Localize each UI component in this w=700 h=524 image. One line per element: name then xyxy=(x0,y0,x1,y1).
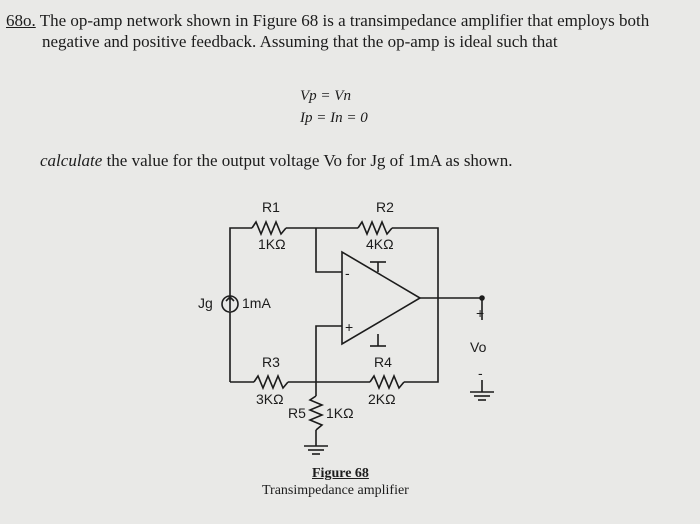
r5-name: R5 xyxy=(288,405,306,421)
equation-voltage: Vp = Vn xyxy=(300,88,351,104)
top-feedback-wire xyxy=(229,219,439,300)
r1-name: R1 xyxy=(262,199,280,215)
problem-number: 68o. xyxy=(6,11,36,30)
source-value: 1mA xyxy=(242,295,271,311)
r4-name: R4 xyxy=(374,354,392,370)
figure-title: Figure 68 xyxy=(312,466,369,481)
r3-value: 3KΩ xyxy=(256,391,284,407)
opamp-minus-label: - xyxy=(345,265,350,281)
r3-name: R3 xyxy=(262,354,280,370)
calc-rest: the value for the output voltage Vo for … xyxy=(102,151,513,170)
current-source xyxy=(221,292,239,382)
opamp-plus-label: + xyxy=(345,319,353,335)
calc-word: calculate xyxy=(40,151,103,170)
opamp xyxy=(341,250,485,347)
problem-text-line-1: The op-amp network shown in Figure 68 is… xyxy=(39,11,650,30)
r5-value: 1KΩ xyxy=(326,405,354,421)
source-name: Jg xyxy=(198,295,213,311)
output-name: Vo xyxy=(470,339,487,355)
problem-text-line-2: negative and positive feedback. Assuming… xyxy=(42,32,558,51)
output-terminals xyxy=(470,300,494,401)
r5-branch xyxy=(304,382,328,455)
figure-caption: Transimpedance amplifier xyxy=(262,483,409,498)
r1-value: 1KΩ xyxy=(258,236,286,252)
problem-statement: 68o. The op-amp network shown in Figure … xyxy=(6,10,696,52)
output-minus: - xyxy=(478,365,483,381)
r4-value: 2KΩ xyxy=(368,391,396,407)
problem-line-1: 68o. The op-amp network shown in Figure … xyxy=(6,10,696,31)
problem-question: calculate the value for the output volta… xyxy=(40,151,512,171)
bottom-feedback-wire xyxy=(230,300,439,391)
equation-current: Ip = In = 0 xyxy=(300,110,368,126)
r2-value: 4KΩ xyxy=(366,236,394,252)
r2-name: R2 xyxy=(376,199,394,215)
output-plus: + xyxy=(476,305,484,321)
